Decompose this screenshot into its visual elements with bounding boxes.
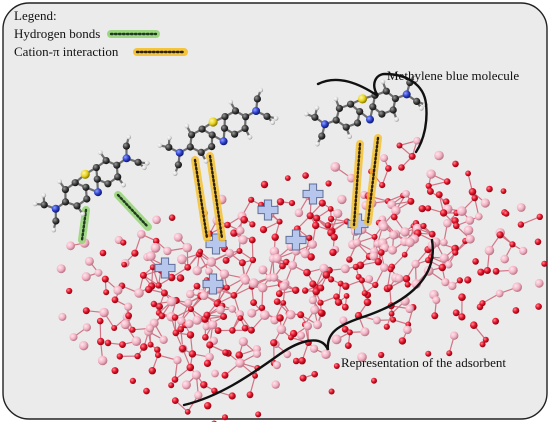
interaction-lines (78, 134, 382, 244)
methylene-blue-molecules (32, 72, 428, 233)
legend-hydrogen-bonds-label: Hydrogen bonds (14, 26, 100, 41)
legend-title: Legend: (14, 8, 57, 23)
adsorbent-lattice (56, 136, 548, 422)
molecule-brace (316, 72, 428, 154)
legend-cation-pi-label: Cation-π interaction (14, 44, 119, 59)
methylene-blue-label: Methylene blue molecule (387, 68, 519, 83)
legend: Legend: Hydrogen bonds Cation-π interact… (14, 8, 188, 59)
adsorbent-brace (182, 238, 434, 407)
adsorbent-label: Representation of the adsorbent (341, 355, 506, 370)
